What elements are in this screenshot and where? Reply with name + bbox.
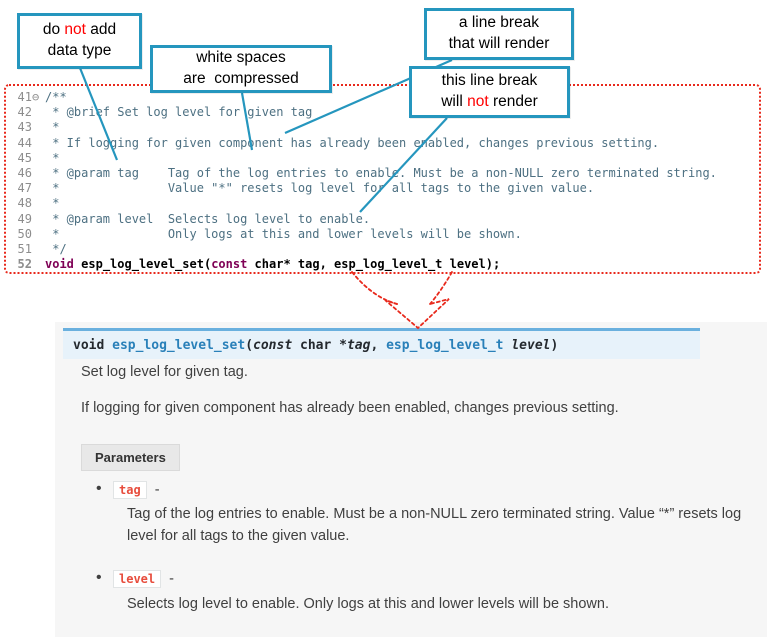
code-line: 48 *	[8, 196, 757, 211]
line-number: 48	[17, 196, 32, 211]
code-text: * If logging for given component has alr…	[45, 135, 660, 150]
param-separator: -	[150, 482, 160, 498]
code-line: 50 * Only logs at this and lower levels …	[8, 227, 757, 242]
code-line: 45 *	[8, 151, 757, 166]
callout-text-part: will	[441, 93, 468, 110]
line-number: 42	[17, 105, 32, 120]
param-separator: -	[165, 571, 174, 587]
code-keyword: void	[45, 257, 74, 272]
code-keyword: const	[211, 257, 248, 272]
code-text: *	[45, 120, 60, 135]
line-number: 51	[17, 242, 32, 257]
sig-return-type: void	[73, 338, 113, 353]
render-arrow	[429, 271, 453, 305]
parameters-label: Parameters	[81, 444, 180, 471]
code-text: * @param tag Tag of the log entries to e…	[45, 166, 717, 181]
callout-text-red: not	[467, 93, 489, 110]
callout-text: are compressed	[183, 70, 299, 87]
line-number: 47	[17, 181, 32, 196]
code-text: (	[203, 257, 212, 272]
rendered-docs-panel: void esp_log_level_set(const char *tag, …	[55, 322, 767, 637]
code-text: * Only logs at this and lower levels wil…	[45, 226, 522, 241]
callout-text-part: add	[85, 21, 117, 39]
callout-text-part: render	[488, 93, 538, 110]
callout-text: do not add	[43, 20, 116, 41]
code-text: /**	[45, 90, 67, 104]
code-line-declaration: 52 void esp_log_level_set(const char* tag…	[8, 257, 757, 272]
code-text: * @brief Set log level for given tag	[45, 105, 313, 120]
sig-punct: ,	[370, 338, 387, 353]
code-line: 43 *	[8, 120, 757, 135]
callout-break-not-renders: this line break will not render	[409, 66, 570, 118]
line-number: 45	[17, 150, 32, 165]
code-text: char* tag, esp_log_level_t level);	[247, 257, 501, 272]
callout-text: data type	[47, 42, 112, 59]
callout-text: will not render	[441, 92, 538, 113]
line-number: 41	[17, 90, 32, 104]
sig-param-name: level	[511, 338, 551, 353]
callout-text: a line break	[458, 14, 540, 32]
code-line: 49 * @param level Selects log level to e…	[8, 212, 757, 227]
line-number: 52	[17, 257, 32, 272]
function-signature[interactable]: void esp_log_level_set(const char *tag, …	[63, 328, 700, 359]
param-item-tag: • tag -	[96, 480, 160, 499]
line-number: 44	[17, 135, 32, 150]
brief-description: Set log level for given tag.	[81, 364, 248, 380]
sig-param-name: tag	[346, 338, 371, 353]
bullet-icon: •	[96, 480, 102, 497]
code-editor-snippet: 41⊖ /** 42 * @brief Set log level for giv…	[4, 84, 761, 274]
code-text: *	[45, 196, 60, 211]
fold-minus-icon[interactable]: ⊖	[32, 90, 40, 104]
sig-text: char *	[292, 338, 347, 353]
callout-text-part: do	[42, 21, 65, 39]
line-number: 46	[17, 166, 32, 181]
code-line: 41⊖ /**	[8, 90, 757, 105]
sig-const-keyword: const	[253, 338, 293, 353]
callout-text: this line break	[441, 72, 538, 90]
sig-function-name: esp_log_level_set	[112, 338, 246, 353]
code-text: *	[45, 150, 60, 165]
callout-text-red: not	[64, 21, 86, 39]
code-line: 47 * Value "*" resets log level for all …	[8, 181, 757, 196]
bullet-icon: •	[96, 569, 102, 586]
line-number: 50	[17, 226, 32, 241]
sig-punct: )	[550, 338, 559, 353]
code-function-name: esp_log_level_set	[81, 257, 204, 272]
param-item-level: • level -	[96, 569, 174, 588]
sig-param-type: esp_log_level_t	[386, 338, 504, 353]
sig-punct: (	[245, 338, 254, 353]
param-description: Selects log level to enable. Only logs a…	[127, 596, 609, 612]
callout-whitespace-compressed: white spaces are compressed	[150, 45, 332, 93]
code-line: 42 * @brief Set log level for given tag	[8, 105, 757, 120]
line-number: 49	[17, 211, 32, 226]
param-name-literal: tag	[113, 481, 147, 499]
callout-no-data-type: do not add data type	[17, 13, 142, 69]
code-text: */	[45, 242, 67, 257]
code-line: 44 * If logging for given component has …	[8, 136, 757, 151]
code-line: 51 */	[8, 242, 757, 257]
param-description: Tag of the log entries to enable. Must b…	[127, 506, 742, 545]
render-arrow	[351, 271, 398, 305]
callout-text: white spaces	[196, 49, 286, 67]
code-line: 46 * @param tag Tag of the log entries t…	[8, 166, 757, 181]
code-text: * @param level Selects log level to enab…	[45, 211, 371, 226]
callout-break-renders: a line break that will render	[424, 8, 574, 60]
callout-text: that will render	[448, 35, 550, 52]
code-text: * Value "*" resets log level for all tag…	[45, 181, 595, 196]
line-number: 43	[17, 120, 32, 135]
param-name-literal: level	[113, 570, 162, 588]
detailed-description: If logging for given component has alrea…	[81, 400, 619, 416]
